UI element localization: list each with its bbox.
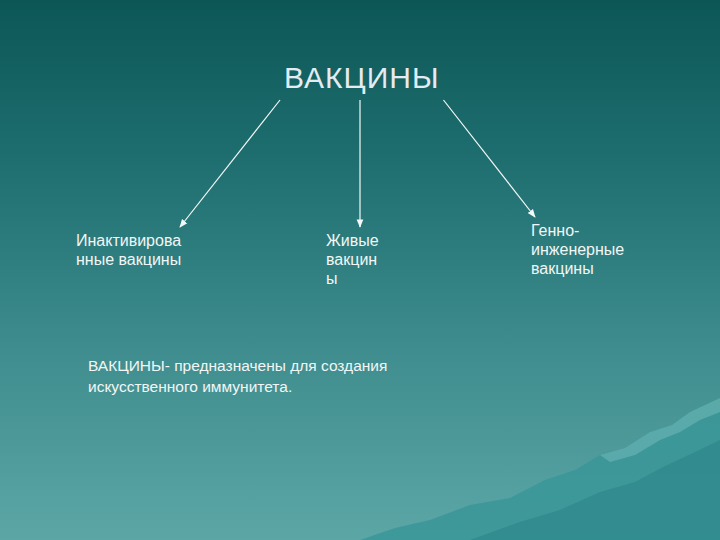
arrow-connector (359, 100, 360, 227)
heading-node: ВАКЦИНЫ (280, 56, 443, 100)
arrow-connector (180, 100, 280, 227)
category-node: Инактивирова нные вакцины (72, 227, 208, 273)
node-text: Генно- инженерные вакцины (531, 221, 624, 279)
heading-text: ВАКЦИНЫ (284, 60, 439, 96)
arrow-connector (443, 100, 535, 217)
mountain-silhouette (360, 398, 720, 540)
mountain-ridge (470, 440, 720, 540)
node-text: Живые вакцин ы (326, 231, 379, 289)
note-text: ВАКЦИНЫ- предназначены для создания иску… (88, 356, 488, 398)
category-node: Генно- инженерные вакцины (527, 217, 628, 283)
mountain-highlight (600, 398, 720, 462)
node-text: Инактивирова нные вакцины (76, 231, 204, 269)
category-node: Живые вакцин ы (322, 227, 383, 293)
